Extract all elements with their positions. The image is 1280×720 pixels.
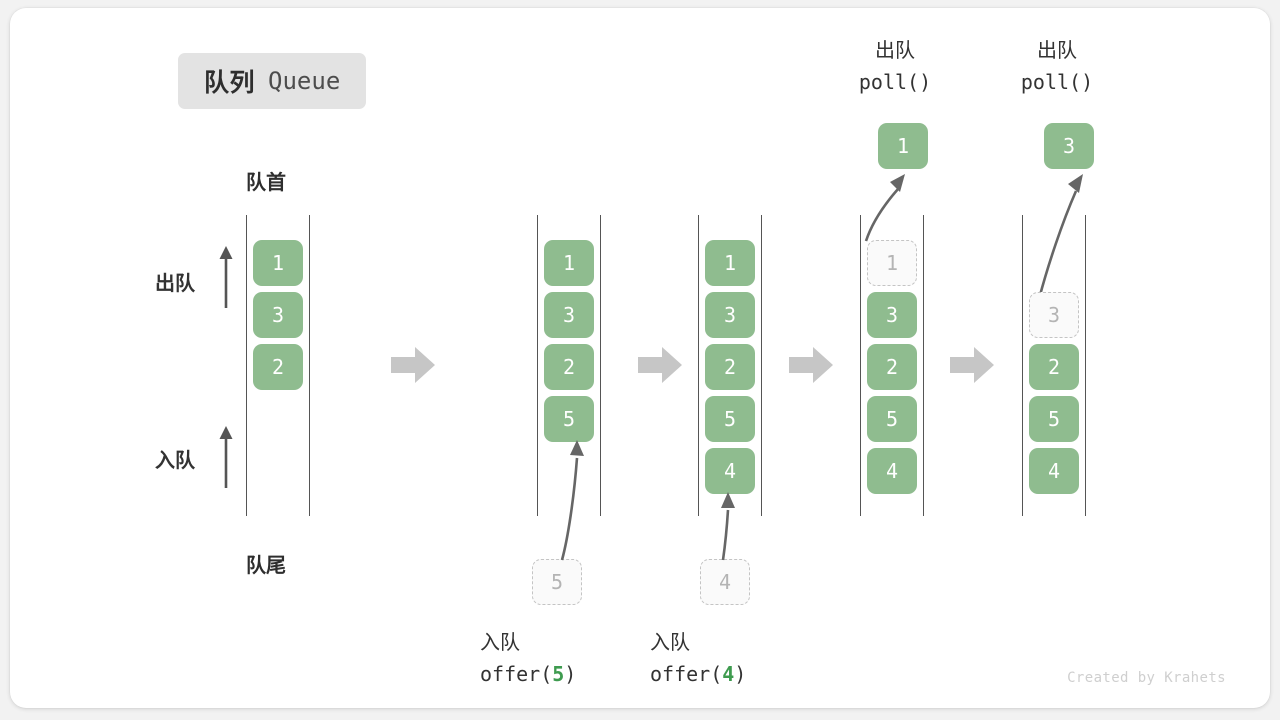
queue-cell-removed: 3 <box>1029 292 1079 338</box>
queue-cell-removed: 1 <box>867 240 917 286</box>
popped-cell-1: 1 <box>878 123 928 169</box>
dequeue-direction-label: 出队 <box>155 273 195 295</box>
queue-cell: 3 <box>544 292 594 338</box>
operation-caption-poll-3: 出队 poll() <box>992 36 1122 98</box>
queue-rail-right <box>761 215 762 516</box>
queue-rail-left <box>537 215 538 516</box>
queue-cell: 2 <box>867 344 917 390</box>
footer-credit: Created by Krahets <box>1067 670 1226 686</box>
operation-caption-poll-1: 出队 poll() <box>830 36 960 98</box>
diagram-card: 队列 Queue 队首 队尾 出队 入队 1 3 2 <box>10 8 1270 708</box>
operation-code-suffix: ) <box>919 70 932 94</box>
operation-code-suffix: ) <box>1081 70 1094 94</box>
step-arrow-icon <box>638 347 682 383</box>
operation-code: offer(4) <box>650 659 820 690</box>
queue-column-state-initial: 1 3 2 <box>246 215 310 516</box>
operation-code-suffix: ) <box>564 662 577 686</box>
operation-code-prefix: poll( <box>858 70 920 94</box>
operation-label: 出队 <box>1037 40 1077 62</box>
step-arrow-icon <box>789 347 833 383</box>
queue-cell: 4 <box>1029 448 1079 494</box>
step-arrow-icon <box>391 347 435 383</box>
queue-rail-left <box>246 215 247 516</box>
operation-label: 出队 <box>875 40 915 62</box>
queue-cell: 1 <box>253 240 303 286</box>
queue-head-label: 队首 <box>246 172 286 194</box>
queue-rail-right <box>309 215 310 516</box>
step-arrow-icon <box>950 347 994 383</box>
enqueue-direction-label: 入队 <box>155 450 195 472</box>
operation-code: offer(5) <box>480 659 640 690</box>
queue-cell: 4 <box>705 448 755 494</box>
queue-rail-left <box>698 215 699 516</box>
queue-cell: 3 <box>253 292 303 338</box>
queue-cell: 2 <box>253 344 303 390</box>
operation-caption-offer-4: 入队 offer(4) <box>650 628 820 690</box>
queue-cell: 1 <box>544 240 594 286</box>
queue-column-state-poll-1: 1 3 2 5 4 <box>860 215 924 516</box>
title-english: Queue <box>268 67 341 95</box>
queue-cell: 3 <box>867 292 917 338</box>
queue-cell: 1 <box>705 240 755 286</box>
queue-column-state-poll-3: 3 2 5 4 <box>1022 215 1086 516</box>
operation-code-prefix: offer( <box>650 662 723 686</box>
operation-code-prefix: offer( <box>480 662 553 686</box>
operation-code-prefix: poll( <box>1020 70 1082 94</box>
queue-cell: 5 <box>867 396 917 442</box>
queue-column-state-after-offer-5: 1 3 2 5 <box>537 215 601 516</box>
queue-cell: 3 <box>705 292 755 338</box>
operation-code-arg: 5 <box>552 662 565 686</box>
incoming-ghost-cell-5: 5 <box>532 559 582 605</box>
queue-cell: 5 <box>705 396 755 442</box>
incoming-ghost-cell-4: 4 <box>700 559 750 605</box>
queue-column-state-after-offer-4: 1 3 2 5 4 <box>698 215 762 516</box>
queue-rail-right <box>1085 215 1086 516</box>
queue-tail-label: 队尾 <box>246 555 286 577</box>
queue-rail-right <box>923 215 924 516</box>
operation-label: 入队 <box>650 632 690 654</box>
operation-code-arg: 4 <box>722 662 735 686</box>
operation-code: poll() <box>992 67 1122 98</box>
queue-cell: 2 <box>1029 344 1079 390</box>
queue-cell: 5 <box>544 396 594 442</box>
operation-code-suffix: ) <box>734 662 747 686</box>
title-badge: 队列 Queue <box>178 53 367 109</box>
popped-cell-3: 3 <box>1044 123 1094 169</box>
queue-cell: 2 <box>544 344 594 390</box>
queue-rail-right <box>600 215 601 516</box>
queue-rail-left <box>860 215 861 516</box>
queue-cell: 4 <box>867 448 917 494</box>
operation-label: 入队 <box>480 632 520 654</box>
title-chinese: 队列 <box>204 69 256 97</box>
queue-cell: 5 <box>1029 396 1079 442</box>
queue-rail-left <box>1022 215 1023 516</box>
queue-cell: 2 <box>705 344 755 390</box>
operation-caption-offer-5: 入队 offer(5) <box>480 628 640 690</box>
enqueue-direction-arrow-icon <box>219 426 233 488</box>
dequeue-direction-arrow-icon <box>219 246 233 308</box>
operation-code: poll() <box>830 67 960 98</box>
